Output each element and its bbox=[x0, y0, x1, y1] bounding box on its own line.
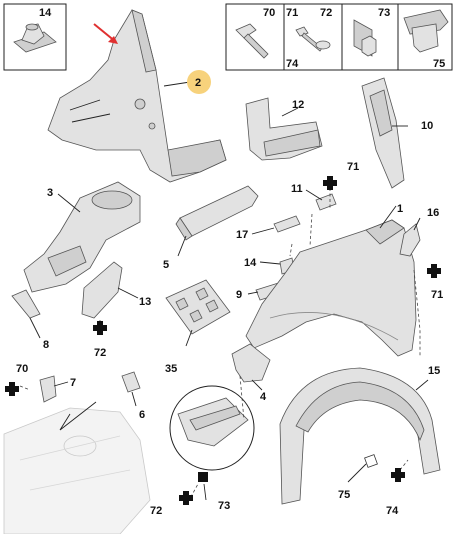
ghost-body-structure bbox=[3, 407, 151, 534]
callout-13: 13 bbox=[139, 296, 151, 308]
callout-12: 12 bbox=[292, 99, 304, 111]
callout-72-legend: 72 bbox=[320, 7, 332, 19]
callout-15: 15 bbox=[428, 365, 440, 377]
callout-16: 16 bbox=[427, 207, 439, 219]
part-10-reinforcement bbox=[361, 77, 405, 189]
legend-box-14 bbox=[3, 3, 67, 71]
part-16-trim bbox=[399, 223, 421, 257]
callout-74-legend: 74 bbox=[286, 58, 299, 70]
callout-75-legend: 75 bbox=[433, 58, 445, 70]
clip-14-icon bbox=[13, 23, 57, 53]
part-15-wheel-liner bbox=[279, 367, 441, 505]
callout-17: 17 bbox=[236, 229, 248, 241]
callout-70-legend: 70 bbox=[263, 7, 275, 19]
clip-73-icon bbox=[353, 19, 377, 57]
part-4-bracket bbox=[231, 343, 271, 383]
callout-73-legend: 73 bbox=[378, 7, 390, 19]
callout-5: 5 bbox=[163, 259, 169, 271]
part-13-bracket bbox=[81, 261, 123, 319]
callout-71-upper: 71 bbox=[347, 161, 359, 173]
part-8-bracket bbox=[11, 289, 41, 319]
red-arrow-icon bbox=[93, 23, 118, 44]
clip-73-marker-icon bbox=[198, 472, 208, 482]
part-7-bracket bbox=[39, 375, 57, 403]
callout-14-lower: 14 bbox=[244, 257, 257, 269]
leader-lines bbox=[19, 81, 429, 503]
legend-box-70 bbox=[225, 3, 285, 71]
callout-72-lower: 72 bbox=[150, 505, 162, 517]
callout-3: 3 bbox=[47, 187, 53, 199]
bolt-71-icon bbox=[295, 26, 331, 52]
callout-11: 11 bbox=[291, 183, 303, 195]
part-5-rail bbox=[175, 185, 259, 241]
callout-71-legend: 71 bbox=[286, 7, 298, 19]
callout-9: 9 bbox=[236, 289, 242, 301]
legend-box-75 bbox=[397, 3, 453, 71]
callout-10: 10 bbox=[421, 120, 433, 132]
callout-2: 2 bbox=[195, 77, 201, 89]
callout-75: 75 bbox=[338, 489, 350, 501]
legend-box-71-72-74 bbox=[283, 3, 343, 71]
callout-4: 4 bbox=[260, 391, 267, 403]
callout-2-highlight bbox=[187, 70, 211, 94]
callout-74: 74 bbox=[386, 505, 399, 517]
part-11-clip bbox=[315, 193, 337, 211]
callout-8: 8 bbox=[43, 339, 49, 351]
callout-35: 35 bbox=[165, 363, 177, 375]
callout-14: 14 bbox=[39, 7, 52, 19]
bolt-70-icon bbox=[235, 23, 269, 59]
legend-box-73 bbox=[341, 3, 399, 71]
callout-72-mid: 72 bbox=[94, 347, 106, 359]
callout-70: 70 bbox=[16, 363, 28, 375]
callout-7: 7 bbox=[70, 377, 76, 389]
part-12-bracket bbox=[245, 97, 323, 161]
part-6-clip bbox=[121, 371, 141, 393]
callout-71-lower: 71 bbox=[431, 289, 443, 301]
callout-6: 6 bbox=[139, 409, 145, 421]
part-35-clip-set bbox=[165, 279, 231, 335]
clip-75-icon bbox=[403, 9, 449, 53]
cross-mark-icon bbox=[5, 176, 441, 505]
part-3-wheel-arch bbox=[23, 181, 141, 293]
part-17-bracket bbox=[273, 215, 301, 233]
part-1-fender bbox=[245, 219, 417, 357]
callout-73: 73 bbox=[218, 500, 230, 512]
detail-magnifier bbox=[169, 385, 255, 482]
callout-1: 1 bbox=[397, 203, 403, 215]
part-2-apillar bbox=[47, 9, 227, 183]
